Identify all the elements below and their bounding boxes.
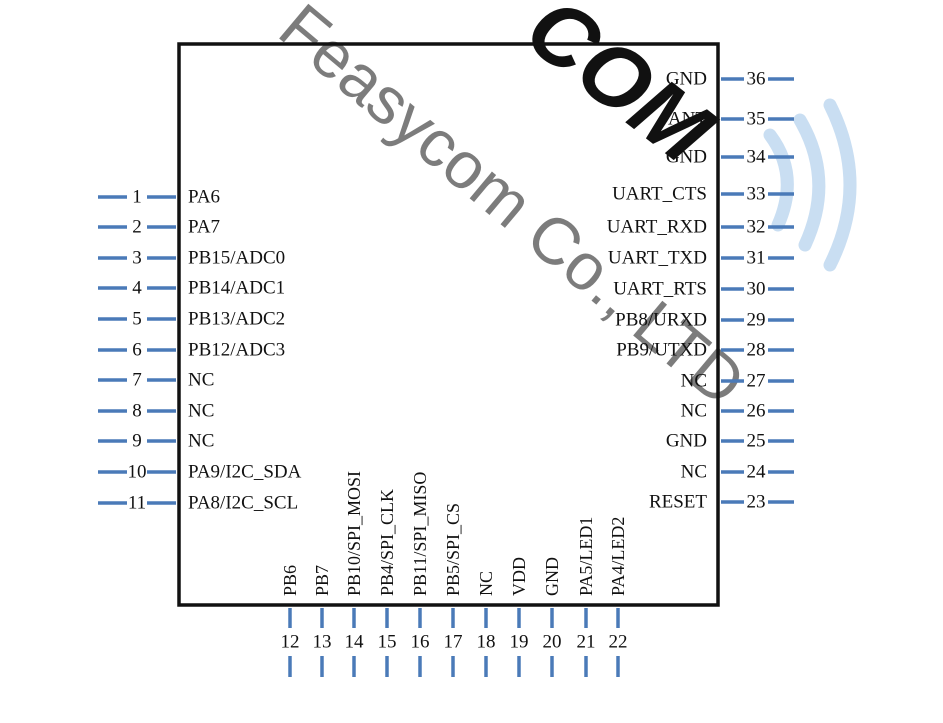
pin-number: 6	[132, 340, 142, 361]
pin-number: 17	[444, 632, 463, 653]
pin-number: 10	[128, 462, 147, 483]
pin-number: 27	[747, 371, 766, 392]
pin-number: 32	[747, 217, 766, 238]
pin-number: 18	[477, 632, 496, 653]
pin-number: 15	[378, 632, 397, 653]
pin-label: NC	[681, 462, 707, 483]
pin-number: 1	[132, 187, 142, 208]
pin-label: PB11/SPI_MISO	[410, 472, 430, 596]
pin-number: 34	[747, 147, 767, 168]
pin-number: 28	[747, 340, 766, 361]
pin-label: ANT	[668, 109, 707, 130]
pin-number: 25	[747, 431, 766, 452]
pin-number: 35	[747, 109, 766, 130]
pin-label: PA7	[188, 217, 220, 238]
pin-number: 7	[132, 370, 142, 391]
pin-label: PB13/ADC2	[188, 309, 285, 330]
pin-number: 5	[132, 309, 142, 330]
pin-label: RESET	[649, 492, 707, 513]
pin-label: NC	[681, 401, 707, 422]
pin-label: PA4/LED2	[608, 517, 628, 596]
pin-label: UART_RTS	[613, 279, 707, 300]
pin-label: VDD	[509, 557, 529, 596]
pin-number: 3	[132, 248, 142, 269]
pin-label: PA9/I2C_SDA	[188, 462, 302, 483]
pin-label: PA6	[188, 187, 220, 208]
pin-label: PA5/LED1	[576, 517, 596, 596]
pin-number: 2	[132, 217, 142, 238]
pin-number: 11	[128, 493, 146, 514]
pin-label: PB12/ADC3	[188, 340, 285, 361]
pin-number: 9	[132, 431, 142, 452]
pin-number: 26	[747, 401, 766, 422]
pin-number: 33	[747, 184, 766, 205]
pin-label: UART_RXD	[607, 217, 707, 238]
pin-label: NC	[188, 401, 214, 422]
pin-number: 24	[747, 462, 767, 483]
pin-number: 14	[345, 632, 365, 653]
pin-label: UART_CTS	[612, 184, 707, 205]
pin-label: GND	[666, 69, 707, 90]
pin-number: 21	[577, 632, 596, 653]
pin-number: 22	[609, 632, 628, 653]
pin-number: 19	[510, 632, 529, 653]
pin-label: PB14/ADC1	[188, 278, 285, 299]
pin-label: GND	[666, 431, 707, 452]
pin-label: PB6	[280, 565, 300, 596]
logo-signal-arc	[793, 113, 826, 252]
pin-number: 16	[411, 632, 430, 653]
pin-number: 23	[747, 492, 766, 513]
pin-number: 4	[132, 278, 142, 299]
module-body-outline	[177, 42, 720, 607]
pin-label: PB15/ADC0	[188, 248, 285, 269]
pin-label: NC	[188, 431, 214, 452]
logo-signal-arc	[763, 128, 794, 232]
pin-number: 12	[281, 632, 300, 653]
pin-label: GND	[666, 147, 707, 168]
pin-label: PA8/I2C_SCL	[188, 493, 298, 514]
pin-label: GND	[542, 557, 562, 596]
pin-label: NC	[681, 371, 707, 392]
pin-number: 29	[747, 310, 766, 331]
pin-number: 20	[543, 632, 562, 653]
pin-label: PB4/SPI_CLK	[377, 489, 397, 596]
pin-number: 8	[132, 401, 142, 422]
pin-number: 13	[313, 632, 332, 653]
pin-label: PB8/URXD	[615, 310, 707, 331]
logo-signal-arc	[823, 98, 857, 272]
pin-label: PB5/SPI_CS	[443, 503, 463, 596]
pin-label: NC	[188, 370, 214, 391]
pin-label: PB10/SPI_MOSI	[344, 471, 364, 596]
pin-label: NC	[476, 571, 496, 596]
pin-number: 30	[747, 279, 766, 300]
pin-label: PB7	[312, 565, 332, 596]
pin-number: 36	[747, 69, 766, 90]
pin-label: PB9/UTXD	[616, 340, 707, 361]
pin-label: UART_TXD	[608, 248, 707, 269]
pin-number: 31	[747, 248, 766, 269]
